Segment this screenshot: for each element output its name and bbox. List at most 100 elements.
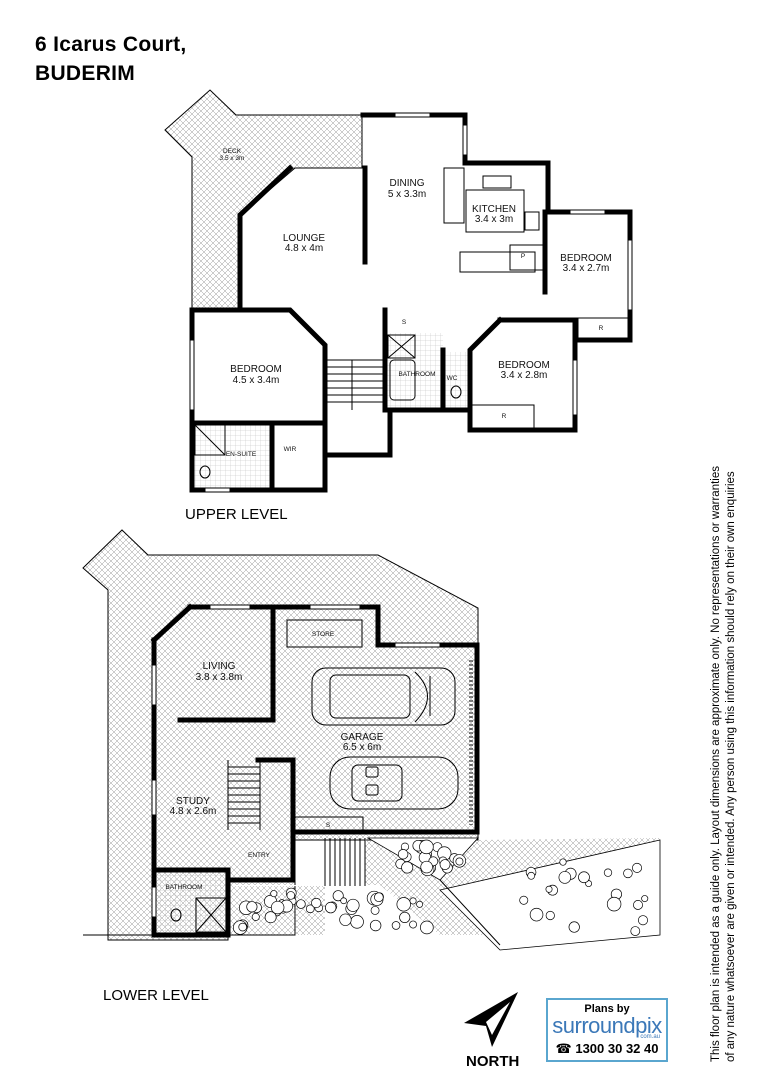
- pebble: [350, 915, 364, 929]
- pebble: [527, 871, 536, 880]
- pebble: [637, 915, 648, 926]
- window: [572, 359, 578, 416]
- deck-label: DECK: [223, 148, 242, 155]
- pebble: [630, 926, 641, 936]
- pebble: [439, 859, 451, 870]
- pebble: [641, 895, 649, 903]
- pebble: [559, 858, 567, 866]
- window: [394, 642, 441, 648]
- garden-pebbles: [232, 839, 649, 936]
- car-convertible-icon: [329, 756, 459, 810]
- plans-by-label: Plans by: [584, 1003, 630, 1015]
- pebble: [251, 912, 260, 921]
- phone-text: 1300 30 32 40: [575, 1041, 659, 1056]
- deck-area: [164, 89, 363, 311]
- robe-label: R: [502, 413, 507, 420]
- pebble: [409, 897, 417, 905]
- pebble: [339, 913, 352, 926]
- pebble: [568, 921, 580, 933]
- bedroom-2-size: 3.4 x 2.7m: [563, 263, 610, 274]
- ensuite-wall: [189, 420, 328, 493]
- garden-bed: [232, 885, 440, 935]
- bathtub: [389, 359, 416, 401]
- pebble: [409, 920, 418, 929]
- entry-steps: [324, 838, 366, 886]
- pebble: [238, 922, 247, 932]
- pebble: [246, 901, 258, 913]
- window: [151, 779, 157, 816]
- pebble: [578, 871, 590, 884]
- robe: [471, 404, 535, 429]
- entry-label: ENTRY: [248, 852, 271, 859]
- pebble: [545, 910, 555, 921]
- window: [309, 604, 361, 610]
- entry-walls: [225, 757, 296, 938]
- bedroom-2-label: BEDROOM: [560, 253, 612, 264]
- address-suburb: BUDERIM: [35, 62, 136, 85]
- window: [209, 604, 251, 610]
- wc-label: WC: [447, 375, 458, 382]
- brand-domain: com.au: [640, 1034, 660, 1040]
- pebble: [632, 862, 642, 873]
- pebble: [397, 849, 409, 860]
- bathroom-floor: [156, 872, 226, 934]
- pebble: [340, 897, 348, 905]
- pebble: [305, 904, 315, 914]
- pebble: [519, 895, 529, 905]
- pebble: [623, 868, 633, 879]
- pebble: [603, 868, 613, 877]
- window: [151, 664, 157, 706]
- lounge-walls: [237, 164, 294, 313]
- north-arrow-inner: [486, 1002, 510, 1035]
- study-size: 4.8 x 2.6m: [170, 806, 217, 817]
- dining-walls: [360, 112, 551, 211]
- living-size: 3.8 x 3.8m: [196, 672, 243, 683]
- pebble: [270, 900, 285, 915]
- pebble: [401, 861, 414, 874]
- cooktop: [524, 211, 540, 231]
- pebble: [420, 920, 434, 935]
- shower: [387, 334, 416, 359]
- study-label: STUDY: [176, 796, 210, 807]
- pebble: [420, 860, 433, 874]
- pebble: [270, 890, 278, 898]
- garden-bed: [439, 839, 661, 951]
- pantry-label: P: [521, 253, 525, 260]
- pantry: [509, 244, 544, 271]
- sink: [482, 175, 512, 189]
- bedroom-1-size: 4.5 x 3.4m: [233, 375, 280, 386]
- robe-label: R: [599, 325, 604, 332]
- pebble: [416, 900, 424, 908]
- window: [627, 239, 633, 311]
- pebble: [325, 901, 337, 914]
- surroundpix-logo: Plans by surroundpix com.au ☎ 1300 30 32…: [546, 998, 668, 1062]
- address-line1: 6 Icarus Court,: [35, 33, 187, 56]
- phone-number: ☎ 1300 30 32 40: [548, 1041, 666, 1057]
- lower-stairs: [227, 760, 366, 886]
- kitchen-lower-bench: [459, 251, 536, 273]
- pebble: [332, 890, 344, 902]
- pebble: [455, 857, 464, 866]
- lounge-size: 4.8 x 4m: [285, 243, 323, 254]
- pebble: [633, 900, 643, 910]
- bedroom-1-label: BEDROOM: [230, 364, 282, 375]
- car-suv-icon: [311, 667, 456, 726]
- pebble: [606, 896, 622, 912]
- upper-stairs: [325, 359, 385, 410]
- hall-walls: [322, 407, 393, 458]
- lower-room-labels: LIVING 3.8 x 3.8m GARAGE 6.5 x 6m STUDY …: [165, 631, 383, 891]
- lower-level-plan: [82, 529, 661, 951]
- bathroom-walls: [382, 307, 473, 413]
- window: [151, 886, 157, 918]
- toilet-icon: [450, 385, 462, 399]
- shower: [195, 897, 227, 933]
- store-label: STORE: [312, 631, 335, 638]
- deck-size: 3.5 x 3m: [220, 155, 245, 162]
- brand-name: surroundpix: [552, 1013, 662, 1038]
- pebble: [311, 897, 322, 909]
- storage-label: S: [326, 822, 331, 829]
- wc-floor: [445, 352, 469, 408]
- pebble: [264, 911, 277, 924]
- ensuite-label: EN-SUITE: [226, 451, 257, 458]
- pebble: [396, 897, 411, 912]
